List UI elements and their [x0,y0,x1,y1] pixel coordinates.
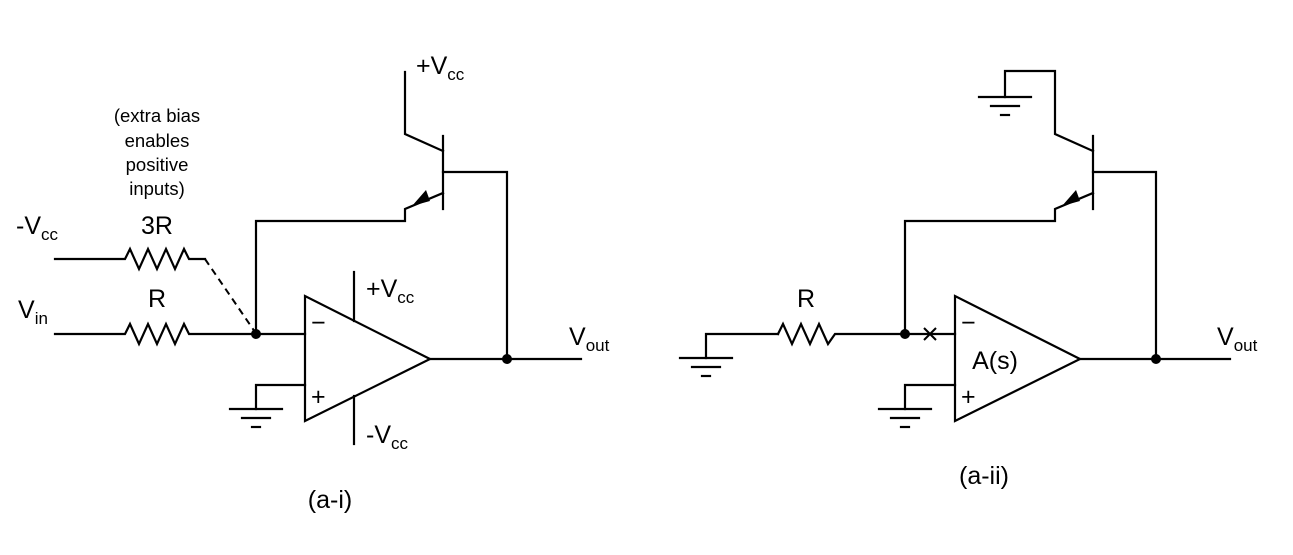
bias-note-line-3: positive [126,154,189,175]
resistor-3r-label: 3R [141,212,173,240]
collector-wire [1003,69,1095,153]
bias-dashed-connection [204,258,256,333]
bias-note-line-4: inputs) [129,178,185,199]
vin-input-wire [53,321,307,347]
caption-a-i: (a-i) [308,486,352,514]
noninverting-ground-wire [254,383,307,411]
resistor-r-label: R [797,285,815,313]
noninverting-ground-wire [903,383,957,411]
vout-label: Vout [1217,323,1258,355]
opamp-triangle [953,294,1083,423]
bias-note: (extra bias enables positive inputs) [114,105,200,199]
opamp-gain-label: A(s) [972,347,1018,375]
circuit-a-i [53,70,583,446]
input-ground-wire [704,332,780,360]
ground-symbol [977,95,1033,117]
opamp-plus-label: + [961,383,976,411]
emitter-arrow [1062,190,1080,206]
loop-break-mark [923,327,937,341]
ground-symbol [678,356,734,378]
bias-note-line-2: enables [125,130,190,151]
circuit-a-ii [678,69,1232,429]
collector-wire [403,70,445,153]
bias-note-line-1: (extra bias [114,105,200,126]
vout-label: Vout [569,323,610,355]
opamp-minus-label: − [311,309,326,337]
base-wire [1091,170,1158,361]
vin-label: Vin [18,296,48,328]
resistor-r-wire [776,321,957,347]
output-node-dot [1151,354,1161,364]
opamp-triangle [303,294,433,423]
emitter-feedback-wire [254,191,445,336]
emitter-arrow [412,190,430,206]
opamp-minus-label: − [961,309,976,337]
base-wire [441,170,509,361]
vcc-top-label: +Vcc [416,52,465,84]
ground-symbol [877,407,933,429]
resistor-r-label: R [148,285,166,313]
output-node-dot [502,354,512,364]
neg-vcc-input-wire [53,246,207,272]
caption-a-ii: (a-ii) [959,462,1009,490]
opamp-supply-pos-label: +Vcc [366,275,415,307]
opamp-plus-label: + [311,383,326,411]
ground-symbol [228,407,284,429]
opamp-supply-neg-label: -Vcc [366,421,409,453]
emitter-feedback-wire [903,191,1095,336]
neg-vcc-input-label: -Vcc [16,212,59,244]
